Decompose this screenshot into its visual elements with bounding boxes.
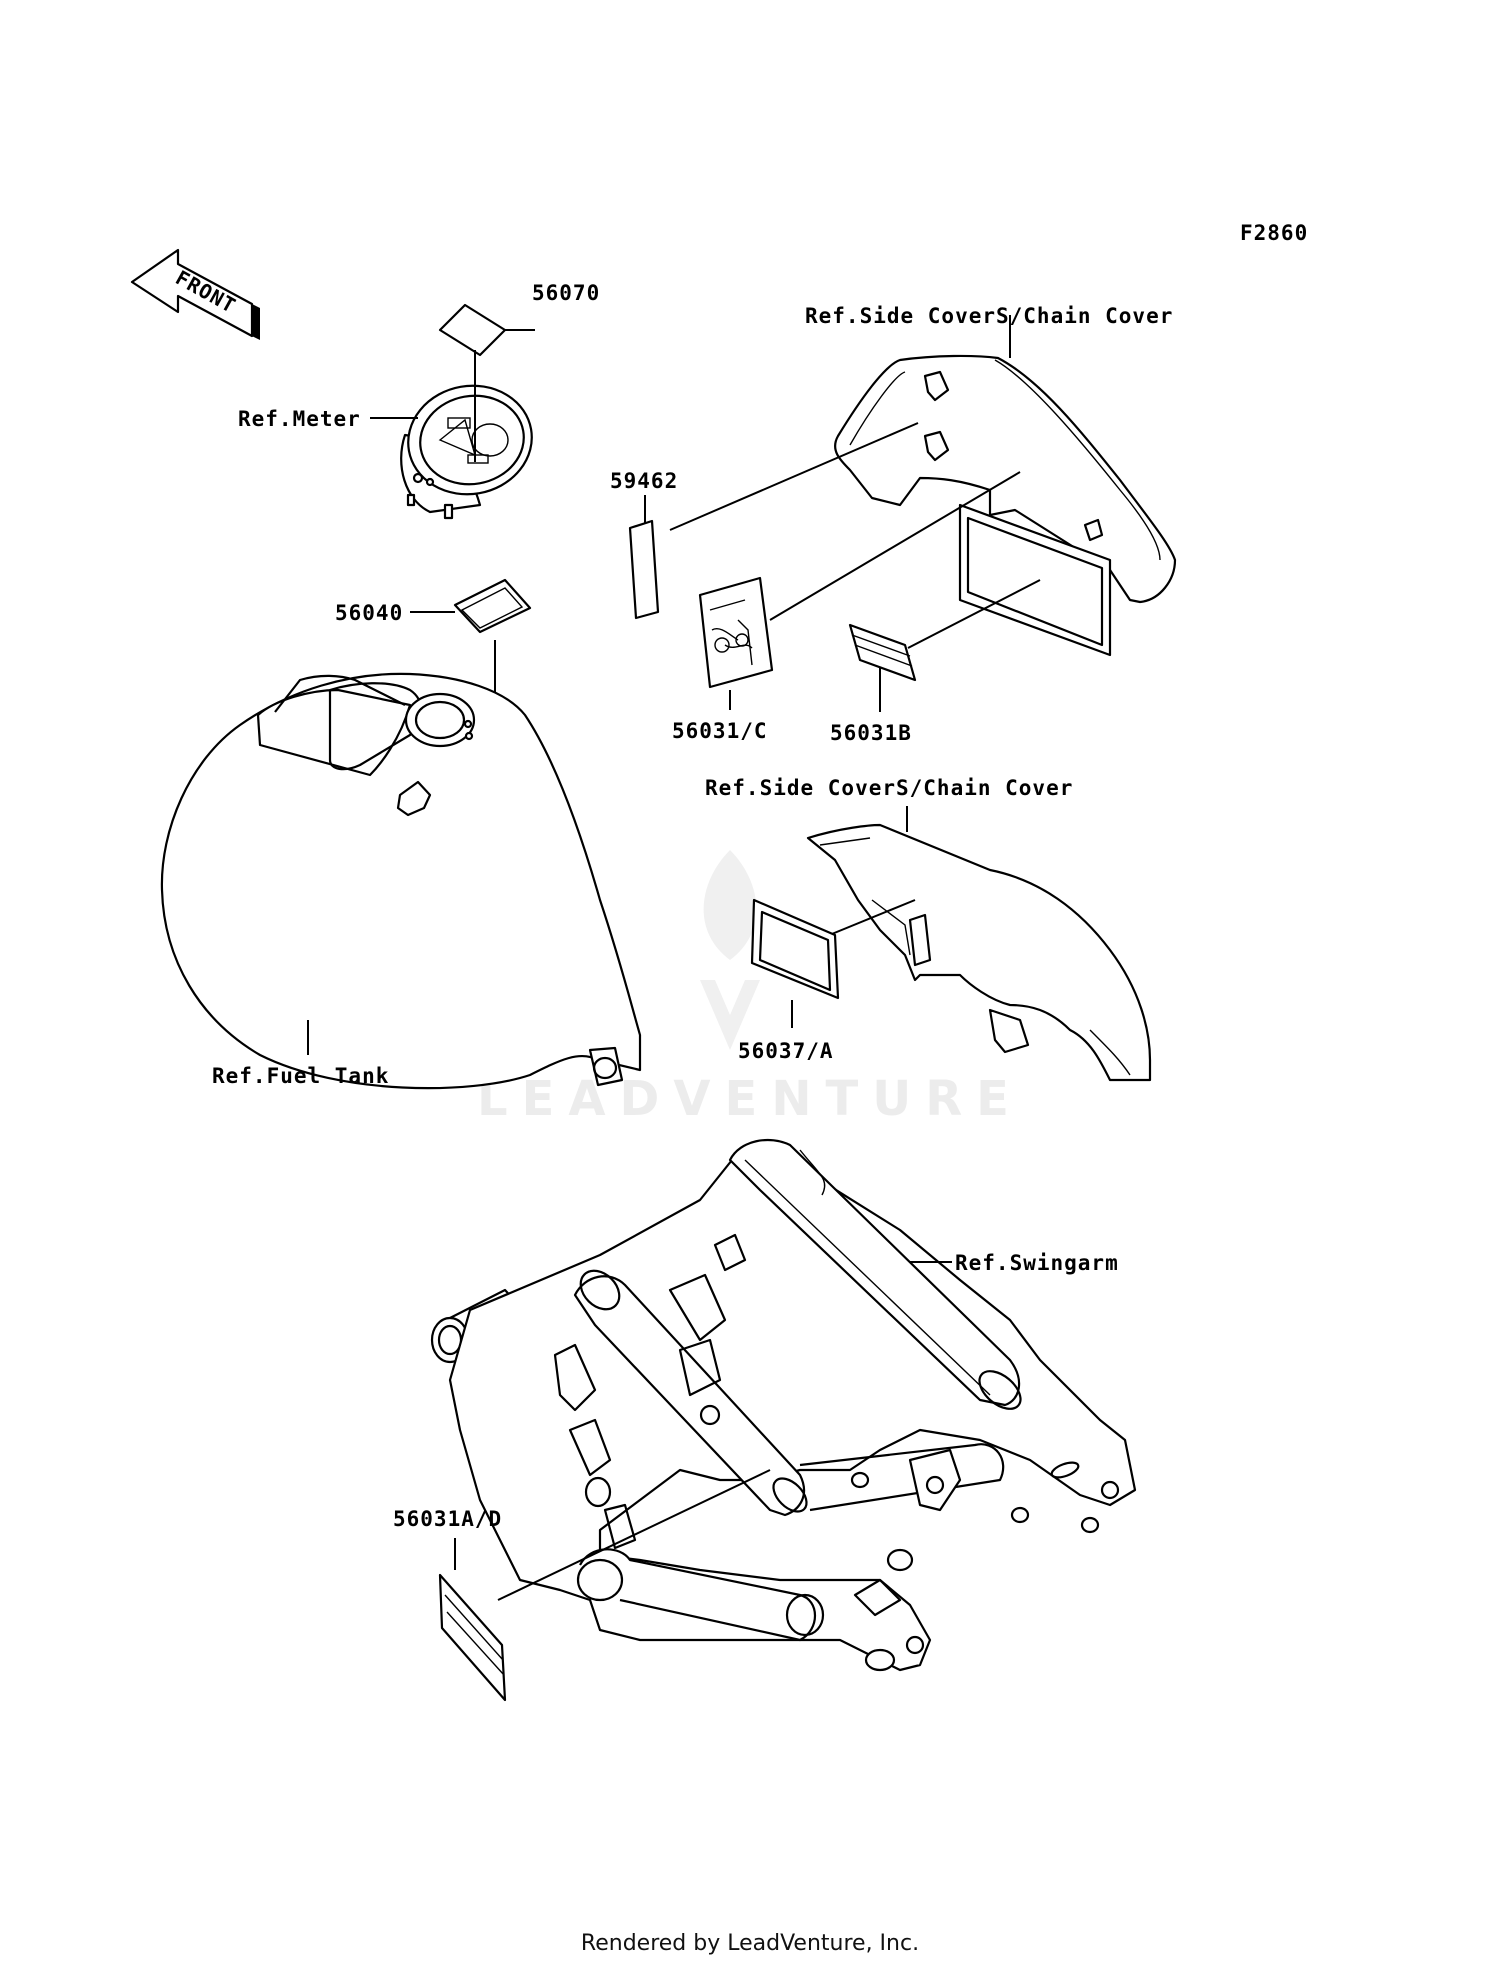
label-ref-swingarm: Ref.Swingarm bbox=[955, 1251, 1119, 1275]
sticker-56031ad bbox=[438, 1573, 507, 1702]
label-56070: 56070 bbox=[532, 281, 600, 305]
watermark-logo bbox=[700, 850, 760, 1050]
label-56037a: 56037/A bbox=[738, 1039, 834, 1063]
label-56031c: 56031/C bbox=[672, 719, 768, 743]
label-59462: 59462 bbox=[610, 469, 678, 493]
label-56031b: 56031B bbox=[830, 721, 912, 745]
meter-drawing bbox=[370, 303, 535, 520]
side-cover-lower-drawing bbox=[804, 806, 1152, 1082]
sticker-56031c bbox=[698, 576, 774, 710]
swingarm-drawing bbox=[430, 1138, 1137, 1672]
side-cover-upper-drawing bbox=[669, 315, 1177, 657]
fuel-tank-drawing bbox=[160, 578, 642, 1090]
footer-credit: Rendered by LeadVenture, Inc. bbox=[581, 1931, 919, 1956]
diagram-id: F2860 bbox=[1240, 221, 1308, 245]
sticker-56031b bbox=[848, 623, 917, 712]
label-ref-side-covers-2: Ref.Side CoverS/Chain Cover bbox=[705, 776, 1073, 800]
label-ref-meter: Ref.Meter bbox=[238, 407, 361, 431]
sticker-59462 bbox=[628, 495, 660, 620]
label-56031ad: 56031A/D bbox=[393, 1507, 502, 1531]
label-ref-side-covers-1: Ref.Side CoverS/Chain Cover bbox=[805, 304, 1173, 328]
label-56040: 56040 bbox=[335, 601, 403, 625]
front-arrow-icon: FRONT bbox=[130, 248, 260, 340]
watermark-text: LEADVENTURE bbox=[477, 1071, 1023, 1127]
sticker-56037a bbox=[750, 898, 840, 1028]
label-ref-fuel-tank: Ref.Fuel Tank bbox=[212, 1064, 389, 1088]
